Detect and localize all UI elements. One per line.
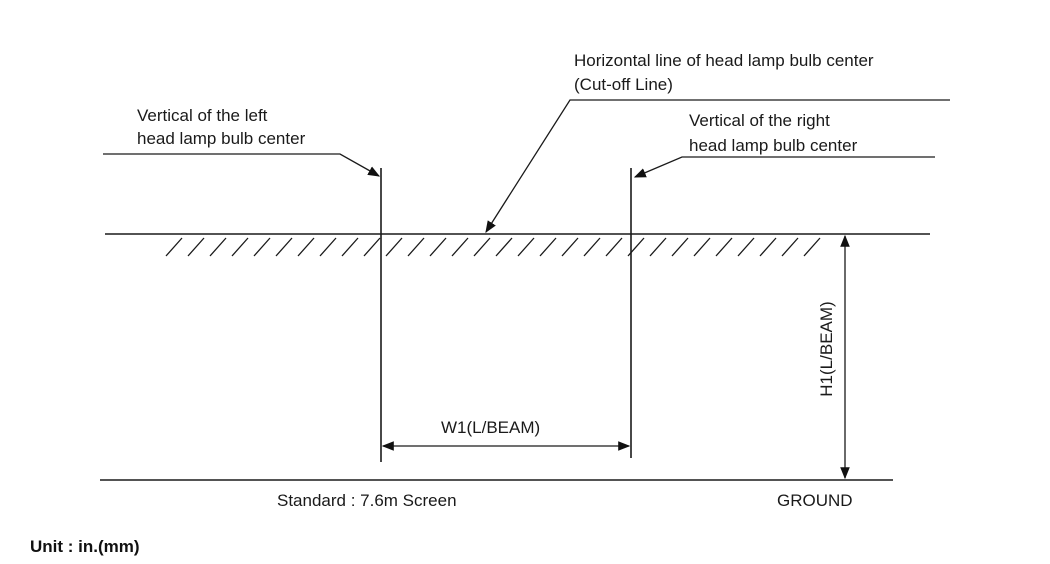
right-vertical-leader bbox=[633, 156, 935, 178]
standard-label: Standard : 7.6m Screen bbox=[277, 491, 457, 510]
hatch-mark bbox=[429, 237, 447, 257]
w1-label: W1(L/BEAM) bbox=[441, 418, 540, 437]
unit-label: Unit : in.(mm) bbox=[30, 537, 140, 556]
hatch-mark bbox=[363, 237, 381, 257]
ground-label: GROUND bbox=[777, 491, 853, 510]
hatch-mark bbox=[165, 237, 183, 257]
hatch-mark bbox=[583, 237, 601, 257]
hatch-mark bbox=[187, 237, 205, 257]
hatch-mark bbox=[693, 237, 711, 257]
right-vertical-label-line2: head lamp bulb center bbox=[689, 136, 858, 155]
hatch-mark bbox=[275, 237, 293, 257]
left-vertical-label-line1: Vertical of the left bbox=[137, 106, 268, 125]
hatch-mark bbox=[231, 237, 249, 257]
hatch-mark bbox=[517, 237, 535, 257]
hatch-mark bbox=[407, 237, 425, 257]
hatch-mark bbox=[297, 237, 315, 257]
cutoff-hatching bbox=[165, 237, 821, 257]
hatch-mark bbox=[781, 237, 799, 257]
hatch-mark bbox=[649, 237, 667, 257]
cutoff-leader bbox=[485, 99, 950, 234]
hatch-mark bbox=[253, 237, 271, 257]
hatch-mark bbox=[473, 237, 491, 257]
hatch-mark bbox=[341, 237, 359, 257]
hatch-mark bbox=[759, 237, 777, 257]
hatch-mark bbox=[209, 237, 227, 257]
h1-label: H1(L/BEAM) bbox=[817, 301, 836, 396]
hatch-mark bbox=[451, 237, 469, 257]
hatch-mark bbox=[803, 237, 821, 257]
hatch-mark bbox=[737, 237, 755, 257]
hatch-mark bbox=[671, 237, 689, 257]
hatch-mark bbox=[561, 237, 579, 257]
right-vertical-label-line1: Vertical of the right bbox=[689, 111, 830, 130]
hatch-mark bbox=[715, 237, 733, 257]
hatch-mark bbox=[495, 237, 513, 257]
cutoff-label-line2: (Cut-off Line) bbox=[574, 75, 673, 94]
left-vertical-label-line2: head lamp bulb center bbox=[137, 129, 306, 148]
left-vertical-leader bbox=[103, 153, 381, 177]
hatch-mark bbox=[319, 237, 337, 257]
hatch-mark bbox=[385, 237, 403, 257]
hatch-mark bbox=[605, 237, 623, 257]
cutoff-label-line1: Horizontal line of head lamp bulb center bbox=[574, 51, 874, 70]
hatch-mark bbox=[539, 237, 557, 257]
